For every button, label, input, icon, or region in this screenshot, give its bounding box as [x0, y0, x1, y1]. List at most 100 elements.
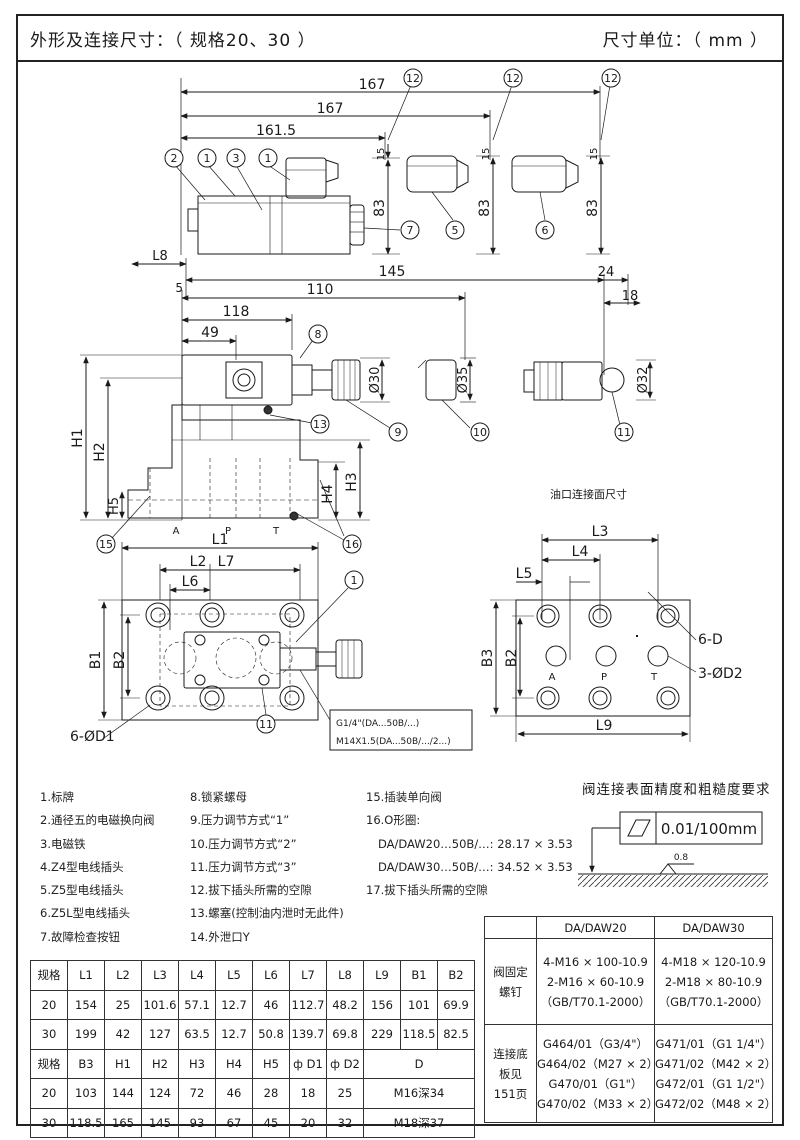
dim-label: B1	[88, 651, 104, 670]
spec-cell: 124	[141, 1078, 179, 1109]
spec-header-cell: ф D2	[326, 1048, 364, 1079]
spec-cell: 229	[363, 1019, 401, 1050]
legend-item: 8.锁紧螺母	[190, 790, 247, 804]
legend-item: 15.插装单向阀	[366, 790, 442, 804]
fix-cell: 4-M18 × 120-10.9 2-M18 × 80-10.9 （GB/T70…	[654, 938, 773, 1025]
callout-circle	[258, 148, 278, 168]
dim-label: 145	[379, 264, 406, 280]
legend-item: 10.压力调节方式“2”	[190, 836, 297, 851]
spec-cell: 20	[289, 1107, 327, 1138]
spec-header-cell: H5	[252, 1048, 290, 1079]
fix-line: G471/01（G1 1/4"）	[655, 1036, 772, 1051]
front-view	[80, 258, 656, 541]
spec-cell: M18深37	[363, 1107, 475, 1138]
spec-header-cell: H3	[178, 1048, 216, 1079]
spec-cell: 154	[67, 989, 105, 1020]
spec-cell: 50.8	[252, 1019, 290, 1050]
callout-number: 15	[99, 538, 113, 551]
dim-label: L3	[592, 524, 609, 540]
callout-circle	[403, 68, 423, 88]
legend-item: 14.外泄口Y	[190, 929, 250, 944]
fix-row-label: 连接底板见151页	[484, 1024, 537, 1123]
callout-circle	[535, 220, 555, 240]
callout-number: 12	[506, 72, 520, 85]
fix-line: G471/02（M42 × 2）	[655, 1056, 777, 1071]
spec-header-cell: L9	[363, 960, 401, 991]
legend-item: 13.螺塞(控制油内泄时无此件)	[190, 906, 344, 921]
callout-marker	[470, 422, 490, 442]
dim-label: 167	[359, 77, 386, 93]
spec-cell: 30	[30, 1019, 68, 1050]
port-label: T	[650, 672, 658, 683]
dim-label: Ø30	[368, 367, 383, 394]
spec-cell: 69.8	[326, 1019, 364, 1050]
spec-header-cell: B2	[437, 960, 475, 991]
spec-header-cell: L3	[141, 960, 179, 991]
fix-line: G472/01（G1 1/2"）	[655, 1076, 772, 1091]
spec-cell: 42	[104, 1019, 142, 1050]
fix-cell: G471/01（G1 1/4"） G471/02（M42 × 2） G472/0…	[654, 1024, 777, 1123]
fix-corner	[484, 916, 537, 939]
spec-cell: 30	[30, 1107, 68, 1138]
dim-label: L1	[212, 532, 229, 548]
callout-number: 11	[617, 426, 631, 439]
spec-header-cell: L7	[289, 960, 327, 991]
dim-label: 6-D	[698, 632, 723, 648]
legend-item: 7.故障检查按钮	[40, 929, 120, 944]
spec-cell: 118.5	[400, 1019, 438, 1050]
callout-number: 1	[351, 574, 358, 587]
dim-label: 49	[201, 325, 219, 341]
spec-cell: 112.7	[289, 989, 327, 1020]
fix-line: 4-M16 × 100-10.9	[543, 954, 648, 969]
dim-label: L5	[516, 566, 533, 582]
dim-label: H5	[107, 497, 122, 515]
dim-label: 167	[317, 101, 344, 117]
surface-requirement	[578, 811, 768, 887]
callout-number: 12	[604, 72, 618, 85]
fix-col-header: DA/DAW20	[536, 916, 655, 939]
dim-label: L2	[190, 554, 207, 570]
fix-line: G472/02（M48 × 2）	[655, 1096, 777, 1111]
callout-marker	[308, 324, 328, 344]
callout-marker	[342, 534, 362, 554]
callout-circle	[388, 422, 408, 442]
callout-number: 8	[315, 328, 322, 341]
port-label: T	[272, 526, 280, 537]
callout-circle	[470, 422, 490, 442]
dim-label: 118	[223, 304, 250, 320]
spec-cell: 28	[252, 1078, 290, 1109]
callout-circle	[342, 534, 362, 554]
spec-cell: 12.7	[215, 1019, 253, 1050]
spec-cell: 32	[326, 1107, 364, 1138]
callout-circle	[96, 534, 116, 554]
fix-row-label: 阀固定螺钉	[484, 938, 537, 1025]
spec-cell: 48.2	[326, 989, 364, 1020]
legend-item: DA/DAW30…50B/…: 34.52 × 3.53	[378, 859, 573, 874]
spec-header-cell: H1	[104, 1048, 142, 1079]
spec-header-cell: L4	[178, 960, 216, 991]
callout-number: 3	[233, 152, 240, 165]
spec-cell: 165	[104, 1107, 142, 1138]
spec-header-cell: 规格	[30, 1048, 68, 1079]
callout-marker	[197, 148, 217, 168]
spec-cell: 199	[67, 1019, 105, 1050]
legend-item: 16.O形圈:	[366, 813, 421, 828]
dim-label: H3	[344, 472, 360, 491]
port-label: A	[173, 526, 180, 537]
plan-view	[98, 542, 473, 751]
legend-col-2: 8.锁紧螺母 9.压力调节方式“1” 10.压力调节方式“2” 11.压力调节方…	[190, 786, 344, 949]
fix-line: 2-M18 × 80-10.9	[664, 974, 763, 989]
spec-header-cell: ф D1	[289, 1048, 327, 1079]
spec-cell: 144	[104, 1078, 142, 1109]
port-label: P	[225, 526, 231, 537]
callout-marker	[388, 422, 408, 442]
unit-label: 尺寸单位：（ mm ）	[602, 31, 768, 51]
dim-label: L7	[218, 554, 235, 570]
